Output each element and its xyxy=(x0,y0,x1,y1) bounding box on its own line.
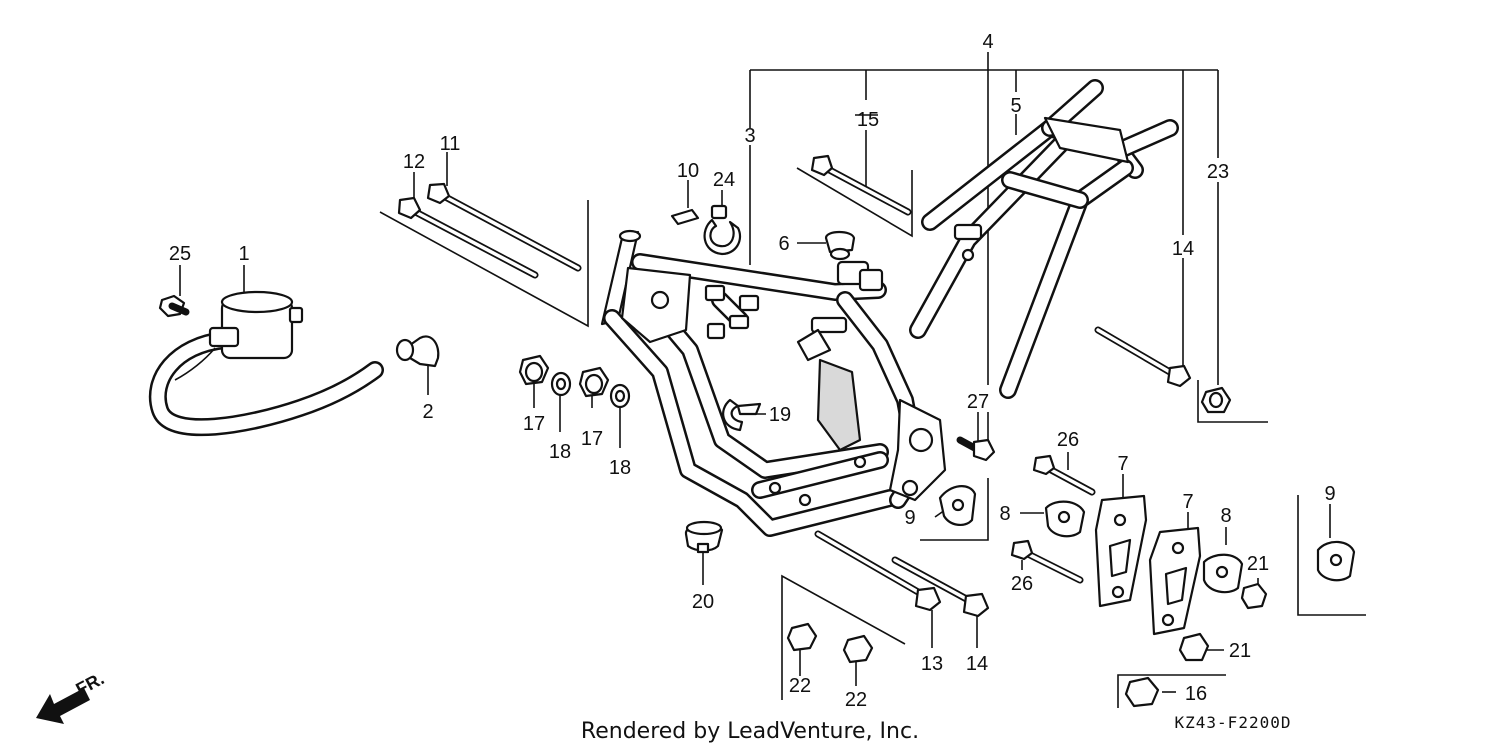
callout-17b: 17 xyxy=(581,428,603,450)
callout-25: 25 xyxy=(169,243,191,265)
callout-8b: 8 xyxy=(1220,505,1231,527)
spark-plug-cap xyxy=(395,335,440,368)
bolt-27 xyxy=(956,436,996,462)
callout-11: 11 xyxy=(440,133,461,155)
mount-9-left xyxy=(938,485,977,526)
callout-17a: 17 xyxy=(523,413,545,435)
callout-16: 16 xyxy=(1185,683,1207,705)
callout-22a: 22 xyxy=(789,675,811,697)
diagram-code: KZ43-F2200D xyxy=(1175,713,1292,732)
arrow-left-down-icon xyxy=(36,688,90,724)
callout-5: 5 xyxy=(1010,95,1021,117)
callout-26a: 26 xyxy=(1057,429,1079,451)
mount-9-right xyxy=(1316,540,1356,582)
ignition-coil xyxy=(148,290,384,437)
callout-7a: 7 xyxy=(1117,453,1128,475)
callout-8a: 8 xyxy=(999,503,1010,525)
callout-18b: 18 xyxy=(609,457,631,479)
clamp-24 xyxy=(703,204,742,256)
callout-2: 2 xyxy=(422,401,433,423)
callout-21b: 21 xyxy=(1229,640,1251,662)
callout-26b: 26 xyxy=(1011,573,1033,595)
callout-9b: 9 xyxy=(1324,483,1335,505)
callout-21a: 21 xyxy=(1247,553,1269,575)
nuts-22 xyxy=(786,622,874,664)
callouts: 1 2 3 4 5 6 7 7 8 8 9 9 10 11 12 13 14 1… xyxy=(169,31,1336,711)
callout-20: 20 xyxy=(692,591,714,613)
callout-23: 23 xyxy=(1207,161,1229,183)
callout-19: 19 xyxy=(769,404,791,426)
bolt-25 xyxy=(158,294,190,318)
leader-lines xyxy=(179,52,1366,708)
mount-8 xyxy=(1044,500,1244,594)
bolts-13-14 xyxy=(814,530,990,618)
callout-18a: 18 xyxy=(549,441,571,463)
callout-24: 24 xyxy=(713,169,735,191)
callout-4: 4 xyxy=(982,31,993,53)
nuts-21-16 xyxy=(1124,582,1268,708)
bolts-26 xyxy=(1010,454,1096,584)
part-10 xyxy=(670,208,700,226)
callout-12: 12 xyxy=(403,151,425,173)
callout-22b: 22 xyxy=(845,689,867,711)
clamp-20 xyxy=(684,520,724,554)
callout-9a: 9 xyxy=(904,507,915,529)
callout-1: 1 xyxy=(238,243,249,265)
callout-27: 27 xyxy=(967,391,989,413)
callout-14b: 14 xyxy=(966,653,988,675)
callout-7b: 7 xyxy=(1182,491,1193,513)
footer-credit: Rendered by LeadVenture, Inc. xyxy=(581,719,919,744)
grommet-6 xyxy=(824,230,856,261)
callout-10: 10 xyxy=(677,160,699,182)
subframe xyxy=(909,79,1179,399)
bolt-14-upper xyxy=(1094,326,1192,388)
clamp-19 xyxy=(722,398,762,432)
callout-3: 3 xyxy=(744,125,755,147)
nut-23 xyxy=(1200,386,1232,414)
bolts-11-12 xyxy=(397,182,582,279)
callout-13: 13 xyxy=(921,653,943,675)
callout-6: 6 xyxy=(778,233,789,255)
main-frame xyxy=(600,229,947,537)
engine-hanger-7 xyxy=(1094,494,1202,636)
callout-15: 15 xyxy=(857,109,879,131)
bolt-15 xyxy=(810,154,912,216)
nuts-17-18 xyxy=(518,354,631,409)
callout-14a: 14 xyxy=(1172,238,1194,260)
